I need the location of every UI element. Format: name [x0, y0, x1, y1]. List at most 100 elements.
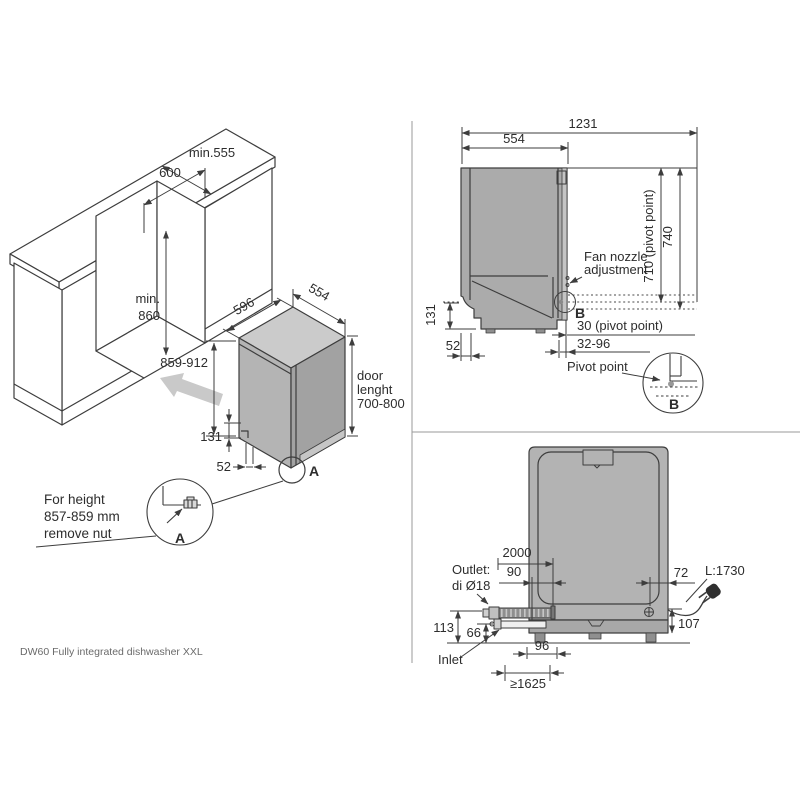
foot — [534, 632, 546, 643]
outlet-hex-nut — [488, 606, 500, 620]
ext-line — [276, 297, 294, 308]
dim-554-side-label: 554 — [503, 131, 525, 146]
plug-prong — [698, 591, 707, 599]
inlet-connector — [493, 618, 502, 630]
dim-door-length — [347, 335, 358, 437]
pivot-point-dot — [558, 299, 564, 305]
door-outer-strip — [561, 167, 568, 321]
dim-113 — [450, 610, 482, 644]
note-line-1: For height — [44, 492, 105, 507]
dim-height-859-912 — [206, 340, 236, 437]
detail-ref-circle-a — [278, 456, 306, 484]
cord-length-label: L:1730 — [705, 563, 745, 578]
dim-2000-label: 2000 — [503, 545, 532, 560]
section-dividers — [411, 121, 800, 663]
dim-107 — [668, 608, 682, 634]
pivot-point-leader — [621, 372, 661, 382]
dim-52-side-label: 52 — [446, 338, 460, 353]
screw-circle — [644, 607, 654, 617]
dim-32-96-label: 32-96 — [577, 336, 610, 351]
detail-a-bubble — [146, 478, 214, 546]
dim-depth-line — [161, 165, 212, 195]
pivot-reference-dotted-lines — [443, 294, 697, 310]
pivot-ref-b-label: B — [575, 305, 585, 321]
outlet-hose-end — [550, 605, 556, 620]
dim-96 — [513, 647, 571, 659]
machine-side-silhouette — [460, 167, 568, 330]
dim-131-side — [444, 302, 476, 330]
nut-cap — [186, 496, 195, 501]
base-diagonal-line — [471, 280, 553, 319]
foot — [485, 328, 496, 334]
dim-96-label: 96 — [535, 638, 549, 653]
dishwasher-box — [238, 306, 346, 469]
fan-nozzle-label-2: adjustment — [584, 262, 648, 277]
plug-body — [705, 583, 721, 599]
note-line-3: remove nut — [44, 526, 112, 541]
dim-1231-label: 1231 — [569, 116, 598, 131]
cord-fixing-screw — [644, 607, 654, 617]
detail-pivot-dot — [668, 381, 674, 387]
dim-1625 — [491, 665, 564, 681]
door-top-hook — [556, 170, 567, 185]
note-leader — [35, 535, 157, 548]
dim-depth-554 — [292, 289, 346, 337]
niche-right-wall — [156, 180, 206, 344]
left-cabinet-plinth-line — [61, 363, 145, 412]
foot — [645, 632, 657, 643]
detail-b-bubble — [642, 352, 704, 414]
dim-line — [226, 299, 282, 332]
dim-66-label: 66 — [467, 625, 481, 640]
foot-notch — [241, 430, 249, 438]
dim-plinth-131 — [224, 409, 241, 452]
inlet-label: Inlet — [438, 652, 463, 667]
inlet-hose-body — [500, 620, 547, 629]
rear-top-notch — [582, 449, 614, 466]
detail-ref-a-label: A — [309, 463, 319, 479]
dim-toe-52 — [233, 443, 266, 470]
door-length-label-1: door — [357, 368, 384, 383]
dim-554-side — [461, 142, 569, 164]
machine-rear-body — [528, 446, 669, 621]
niche-floor — [95, 315, 206, 379]
dim-width-596 — [222, 297, 294, 339]
outlet-thread-tip — [482, 608, 490, 618]
detail-b-letter: B — [669, 396, 679, 412]
plug-prong — [702, 596, 711, 604]
note-line-2: 857-859 mm — [44, 509, 120, 524]
fan-nozzle-leader — [569, 276, 583, 284]
dim-min-label: min. — [135, 291, 160, 306]
detail-a-letter: A — [175, 530, 185, 546]
nut-pointer-arrow — [166, 508, 183, 524]
iso-view: 600 min.555 min. 860 596 554 859-912 — [9, 128, 405, 548]
dim-600-label: 600 — [159, 165, 181, 180]
dim-32-96 — [545, 340, 650, 358]
power-plug-icon — [698, 583, 721, 604]
dim-90 — [499, 577, 566, 620]
page-caption: DW60 Fully integrated dishwasher XXL — [20, 646, 203, 658]
pivot-point-label: Pivot point — [567, 359, 628, 374]
fan-nozzle-dot — [565, 276, 570, 280]
dim-107-label: 107 — [678, 616, 700, 631]
foot — [535, 328, 546, 334]
pivot-ref-circle-b — [554, 291, 576, 313]
power-cord — [667, 595, 708, 617]
fan-nozzle-label-1: Fan nozzle — [584, 249, 648, 264]
dim-72 — [636, 577, 695, 606]
left-cabinet-plinth-side — [13, 383, 63, 412]
dim-66 — [477, 623, 493, 644]
inlet-leader — [460, 629, 500, 658]
rear-bottom-band — [528, 619, 669, 634]
dim-30-label: 30 (pivot point) — [577, 318, 663, 333]
dim-740-label: 740 — [660, 226, 675, 248]
dim-1625-label: ≥1625 — [510, 676, 546, 691]
dim-2000 — [497, 558, 554, 606]
door-length-label-3: 700-800 — [357, 396, 405, 411]
dim-line — [292, 293, 346, 325]
side-top-edge-line — [238, 343, 292, 375]
dim-131-label: 131 — [200, 429, 222, 444]
cord-leader — [685, 578, 708, 603]
dim-131-side-label: 131 — [423, 304, 438, 326]
